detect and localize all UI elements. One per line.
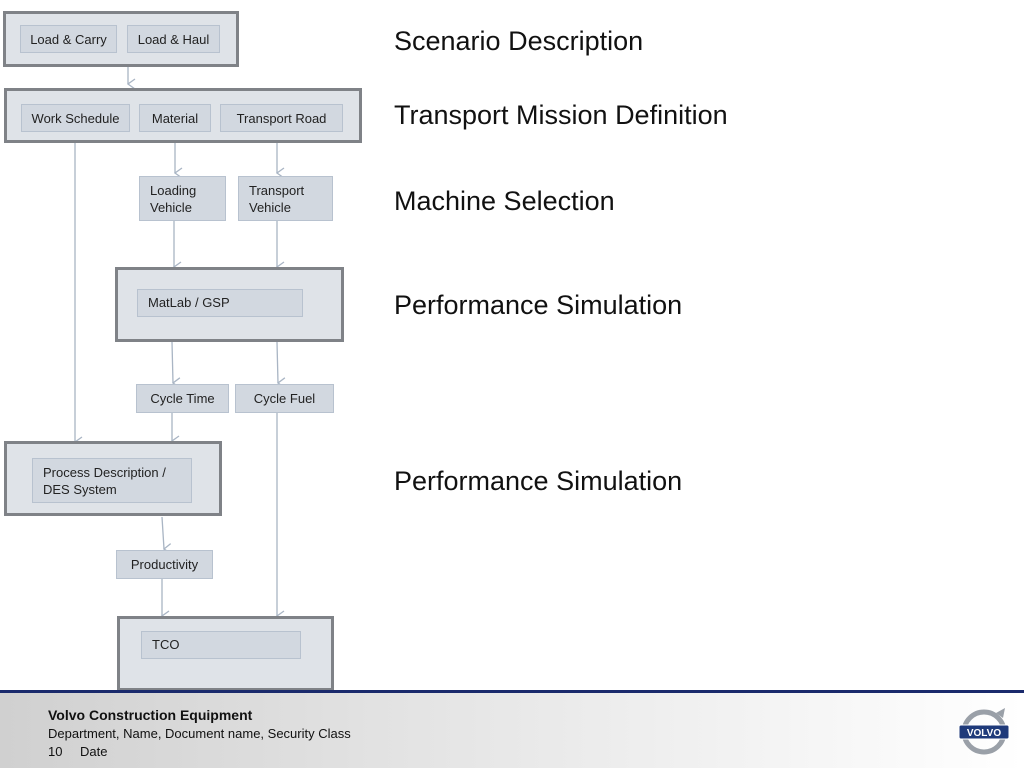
stage-label-performance-simulation-1: Performance Simulation [394,290,683,320]
footer: Volvo Construction Equipment Department,… [0,690,1024,768]
logo-text: VOLVO [967,728,1001,739]
transport-road-box: Transport Road [220,104,343,132]
process-description-box: Process Description / DES System [32,458,192,503]
material-box: Material [139,104,211,132]
volvo-logo-icon: VOLVO [958,708,1010,755]
work-schedule-box: Work Schedule [21,104,130,132]
stage-label-scenario: Scenario Description [394,26,644,56]
cycle-time-box: Cycle Time [136,384,229,413]
load-carry-box: Load & Carry [20,25,117,53]
arrow-matlab-to-cyclefuel [276,341,286,389]
stage-label-transport-mission: Transport Mission Definition [394,100,728,130]
footer-meta: Department, Name, Document name, Securit… [48,726,351,741]
stage-label-machine-selection: Machine Selection [394,186,615,216]
stage-label-performance-simulation-2: Performance Simulation [394,466,683,496]
load-haul-box: Load & Haul [127,25,220,53]
arrow-process-to-productivity [161,516,172,555]
loading-vehicle-box: Loading Vehicle [139,176,226,221]
matlab-gsp-box: MatLab / GSP [137,289,303,317]
arrow-matlab-to-cycletime [171,341,181,389]
cycle-fuel-box: Cycle Fuel [235,384,334,413]
tco-box: TCO [141,631,301,659]
footer-company: Volvo Construction Equipment [48,707,253,723]
footer-rule [0,690,1024,693]
footer-date: Date [80,744,108,759]
productivity-box: Productivity [116,550,213,579]
transport-vehicle-box: Transport Vehicle [238,176,333,221]
footer-page-number: 10 [48,744,63,759]
